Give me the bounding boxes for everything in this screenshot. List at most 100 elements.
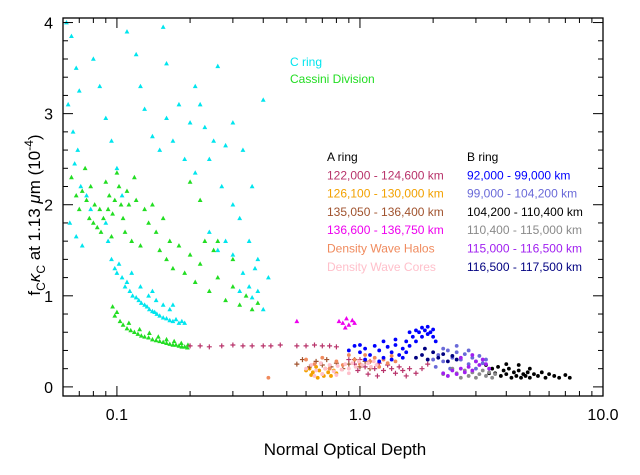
point-cores-10	[346, 366, 351, 371]
point-b5-2	[450, 368, 455, 373]
point-cassini-39	[170, 265, 176, 271]
point-c_ring-4	[65, 101, 71, 107]
point-cassini-62	[124, 325, 130, 331]
point-cassini-79	[182, 344, 188, 349]
point-a1-26	[392, 370, 398, 376]
point-b6-2	[431, 350, 436, 355]
point-cassini-10	[94, 224, 100, 230]
legend-a-item-2: 135,050 - 136,400 km	[327, 205, 444, 219]
point-b1-17	[417, 330, 421, 335]
point-a4-3	[344, 315, 349, 321]
point-a1-12	[311, 342, 317, 348]
point-b1-20	[425, 332, 430, 336]
point-b1-28	[431, 327, 436, 332]
point-c_ring-8	[78, 183, 84, 189]
point-c_ring-64	[136, 297, 142, 303]
point-b5-9	[477, 363, 482, 367]
point-cassini-0	[69, 174, 74, 180]
point-c_ring-70	[152, 309, 158, 315]
point-cassini-18	[110, 211, 116, 216]
point-b5-10	[480, 357, 485, 362]
point-a3-0	[294, 361, 300, 367]
point-b3-16	[532, 372, 536, 377]
point-c_ring-42	[182, 156, 188, 161]
point-c_ring-87	[150, 288, 155, 294]
legend-b-item-2: 104,200 - 110,400 km	[467, 205, 583, 219]
point-cores-0	[304, 366, 308, 371]
point-b3-4	[501, 368, 506, 373]
point-halos-8	[352, 357, 357, 362]
point-cassini-63	[128, 327, 134, 333]
point-b3-2	[496, 364, 500, 369]
point-c_ring-16	[103, 115, 109, 120]
point-a1-33	[425, 361, 431, 367]
point-a1-21	[372, 366, 378, 372]
point-c_ring-54	[109, 256, 114, 262]
y-tick-label-3: 3	[44, 107, 53, 124]
point-cassini-44	[197, 261, 203, 266]
point-c_ring-34	[215, 63, 221, 69]
point-b2-12	[480, 361, 485, 366]
point-cassini-60	[117, 318, 123, 324]
point-b2-3	[445, 348, 450, 353]
point-cassini-52	[255, 300, 261, 305]
y-tick-label-1: 1	[44, 289, 53, 306]
point-b3-25	[504, 362, 509, 367]
y-label-kappa: κ	[25, 272, 44, 282]
y-label-sub1: C	[34, 282, 48, 291]
point-b6-1	[425, 357, 430, 362]
point-a1-4	[230, 342, 236, 348]
point-c_ring-88	[170, 302, 176, 307]
x-tick-label-2: 10.0	[587, 407, 618, 424]
point-b5-7	[470, 368, 475, 373]
y-label-mid: at 1.13	[25, 204, 44, 265]
point-cores-17	[369, 364, 373, 369]
point-c_ring-19	[119, 193, 125, 198]
point-a3-1	[299, 357, 305, 363]
point-cassini-77	[176, 343, 182, 348]
point-cassini-14	[103, 179, 109, 184]
point-c_ring-52	[103, 220, 109, 225]
point-a1-27	[396, 364, 402, 370]
point-a1-15	[333, 344, 339, 350]
legend-b-item-1: 99,000 - 104,200 km	[467, 187, 577, 201]
point-b3-9	[514, 374, 519, 378]
point-b3-18	[539, 370, 544, 375]
y-tick-label-2: 2	[44, 198, 53, 215]
point-cassini-68	[146, 335, 151, 340]
point-cassini-58	[211, 247, 217, 253]
point-a2-8	[329, 374, 333, 378]
point-c_ring-59	[122, 284, 128, 289]
legend-a-item-1: 126,100 - 130,000 km	[327, 187, 444, 201]
legend-a-item-0: 122,000 - 124,600 km	[327, 168, 444, 182]
point-a1-13	[319, 343, 325, 349]
point-c_ring-81	[129, 270, 135, 275]
point-cassini-15	[105, 206, 111, 212]
point-b1-5	[372, 344, 377, 348]
point-b3-15	[527, 375, 532, 380]
point-b1-9	[389, 350, 394, 355]
point-halos-7	[346, 353, 351, 357]
point-b5-6	[466, 364, 471, 369]
point-cassini-34	[153, 229, 159, 234]
point-cassini-65	[135, 331, 141, 336]
point-cassini-48	[230, 284, 236, 289]
point-b3-6	[506, 366, 511, 371]
point-cassini-5	[84, 197, 89, 202]
point-cassini-59	[114, 309, 120, 315]
point-c_ring-75	[167, 317, 173, 323]
point-b3-14	[525, 370, 530, 375]
point-c_ring-94	[215, 247, 221, 253]
point-cassini-74	[167, 341, 173, 346]
point-cassini-19	[112, 197, 118, 202]
point-b3-8	[512, 370, 516, 375]
point-cores-7	[335, 364, 340, 368]
point-halos-0	[266, 375, 271, 380]
point-cassini-33	[150, 202, 155, 207]
point-c_ring-71	[154, 311, 160, 316]
point-c_ring-38	[249, 183, 255, 189]
y-label-f: f	[25, 291, 44, 296]
point-c_ring-36	[230, 120, 236, 125]
